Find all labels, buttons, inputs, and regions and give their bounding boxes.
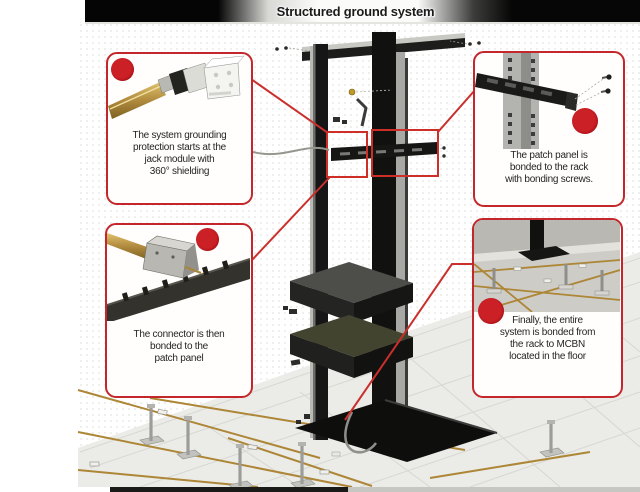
rack-left-channel [310, 46, 315, 438]
highlight-rect-left [326, 131, 368, 178]
two-post-rack [275, 32, 498, 462]
connector-photo [107, 233, 250, 321]
loose-hardware [283, 306, 310, 424]
bottom-strip-light [348, 487, 640, 492]
leader-line-2 [437, 89, 476, 133]
callout-caption: The system grounding protection starts a… [132, 130, 227, 177]
rack-rail-photo [475, 53, 612, 149]
rack-patch-panel [331, 142, 446, 161]
callout-caption: Finally, the entire system is bonded fro… [499, 315, 596, 362]
callout-jack-module: The system grounding protection starts a… [106, 52, 253, 205]
step-marker-icon [196, 228, 219, 251]
jack-module-photo [108, 55, 245, 119]
callout-caption: The patch panel is bonded to the rack wi… [505, 150, 593, 185]
rack-mid-hardware [333, 88, 393, 127]
rack-shelf-lower [290, 315, 413, 378]
page-title: Structured ground system [276, 3, 435, 19]
rack-right-post [372, 32, 396, 444]
step-marker-icon [572, 108, 598, 134]
bottom-strip-dark [110, 487, 348, 492]
horizontal-cable [252, 146, 330, 156]
callout-mcbn-bonding: Finally, the entire system is bonded fro… [472, 218, 623, 398]
step-marker-icon [478, 298, 504, 324]
rack-shelf-upper [290, 262, 413, 323]
title-bar: Structured ground system [85, 0, 640, 24]
crossbar-screws [275, 40, 481, 52]
rack-base [295, 399, 498, 462]
callout-caption: The connector is then bonded to the patc… [133, 329, 225, 364]
callout-connector-bonding: The connector is then bonded to the patc… [105, 223, 253, 398]
base-ground-cable [344, 411, 378, 454]
leader-lines [250, 78, 476, 421]
leader-line-1 [250, 78, 329, 134]
underfloor-photo [474, 220, 620, 312]
leader-line-4 [344, 263, 474, 421]
leader-line-3 [251, 176, 331, 261]
highlight-rect-right [371, 129, 439, 177]
callout-patch-panel-bonding: The patch panel is bonded to the rack wi… [473, 51, 625, 207]
step-marker-icon [111, 58, 134, 81]
